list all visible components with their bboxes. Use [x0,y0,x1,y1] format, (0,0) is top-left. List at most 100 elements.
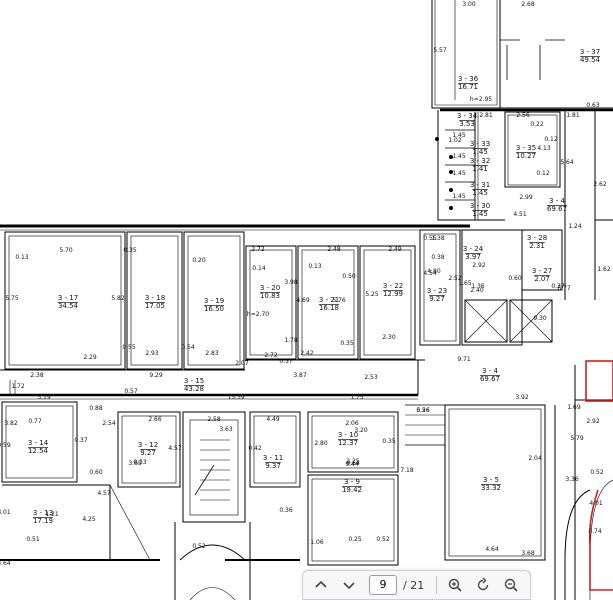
room-id: 3 - 23 [427,287,447,295]
dimension-label: 2.04 [528,455,542,462]
dimension-label: 5.70 [59,247,73,254]
chevron-up-icon[interactable] [309,573,333,597]
dimension-label: 2.53 [364,374,378,381]
dimension-label: 5.25 [365,291,379,298]
room-label: 3 - 321.41 [470,157,490,173]
room-id: 3 - 32 [470,157,490,165]
dimension-label: 1.65 [458,280,472,287]
dimension-label: 1.72 [11,383,25,390]
dimension-label: 2.68 [521,1,535,8]
dimension-label: 0.55 [423,235,437,242]
room-id: 3 - 30 [470,202,490,210]
dimension-label: 0.25 [348,536,362,543]
room-area: 69.67 [547,205,567,213]
room-area: 3.53 [459,120,475,128]
dimension-label: 4.57 [168,445,182,452]
dimension-label: 0.52 [192,543,206,550]
room-area: 1.45 [472,189,488,197]
page-number-input[interactable]: 9 [369,575,397,595]
room-id: 3 - 21 [319,296,339,304]
dimension-label: 0.35 [123,247,137,254]
dimension-label: 9.30 [533,315,547,322]
room-label: 3 - 343.53 [457,112,478,128]
dimension-label: 9.29 [149,372,163,379]
room-label: 3 - 919.42 [342,478,362,494]
room-label: 3 - 282.31 [527,234,547,250]
room-area: 1.41 [472,165,488,173]
room-area: 43.28 [184,385,204,393]
dimension-label: 1.24 [568,223,582,230]
dimension-label: 0.63 [586,102,600,109]
dimension-label: 1.02 [448,137,462,144]
dimension-label: 3.87 [293,372,307,379]
dimension-label: 4.25 [82,516,96,523]
room-id: 3 - 10 [338,431,358,439]
room-id: 3 - 9 [344,478,360,486]
dimension-label: 0.51 [26,536,40,543]
dimension-label: 2.66 [148,416,162,423]
room-id: 3 - 37 [580,48,600,56]
rotate-icon[interactable] [471,573,495,597]
dimension-label: 2.06 [345,420,359,427]
dimension-label: 1.45 [452,170,466,177]
room-area: 17.05 [145,302,165,310]
room-id: 3 - 22 [383,282,403,290]
dimension-label: 6.77 [557,285,571,292]
room-area: 9.27 [140,449,156,457]
zoom-out-icon[interactable] [499,573,523,597]
page-total: / 21 [403,578,425,592]
room-id: 3 - 5 [483,476,499,484]
zoom-in-icon[interactable] [443,573,467,597]
dimension-label: 1.45 [452,132,466,139]
room-id: 3 - 34 [457,112,478,120]
dimension-label: 2.56 [516,112,530,119]
room-area: 16.71 [458,83,478,91]
chevron-down-icon[interactable] [337,573,361,597]
dimension-label: 0.35 [382,438,396,445]
dimension-label: 2.30 [382,334,396,341]
dimension-label: 3.63 [219,426,233,433]
dimension-label: 3.36 [565,476,579,483]
dimension-label: 5.57 [433,47,447,54]
room-area: 10.83 [260,292,280,300]
dimension-label: 3.20 [354,427,368,434]
dimension-label: 4.80 [427,268,441,275]
room-id: 3 - 11 [263,454,283,462]
dimension-label: 0.60 [89,469,103,476]
dimension-label: 4.69 [296,297,310,304]
dimension-label: 2.07 [235,360,249,367]
dimension-label: 0.59 [0,442,11,449]
room-label: 3 - 129.27 [138,441,158,457]
pdf-toolbar: 9 / 21 [302,570,531,600]
room-id: 3 - 27 [532,267,552,275]
room-label: 3 - 311.45 [470,181,490,197]
dimension-label: 0.57 [279,358,293,365]
dimension-label: h=2.95 [470,96,492,103]
room-label: 3 - 533.32 [481,476,501,492]
dimension-label: 5.64 [560,159,574,166]
room-id: 3 - 13 [33,509,53,517]
room-id: 3 - 20 [260,284,280,292]
room-label: 3 - 239.27 [427,287,447,303]
room-area: 12.99 [383,290,403,298]
dimension-label: 4.01 [589,500,603,507]
dimension-label: 2.29 [83,354,97,361]
dimension-label: 0.52 [376,536,390,543]
dimension-label: 13.39 [227,394,244,401]
room-area: 10.27 [516,152,536,160]
room-area: 1.45 [472,148,488,156]
dimension-label: 0.13 [308,263,322,270]
dimension-label: 5.82 [111,295,125,302]
room-area: 3.97 [465,253,481,261]
room-id: 3 - 18 [145,294,165,302]
room-area: 1.45 [472,210,488,218]
room-label: 3 - 469.67 [547,197,567,213]
room-id: 3 - 4 [549,197,565,205]
dimension-label: 1.36 [471,283,485,290]
